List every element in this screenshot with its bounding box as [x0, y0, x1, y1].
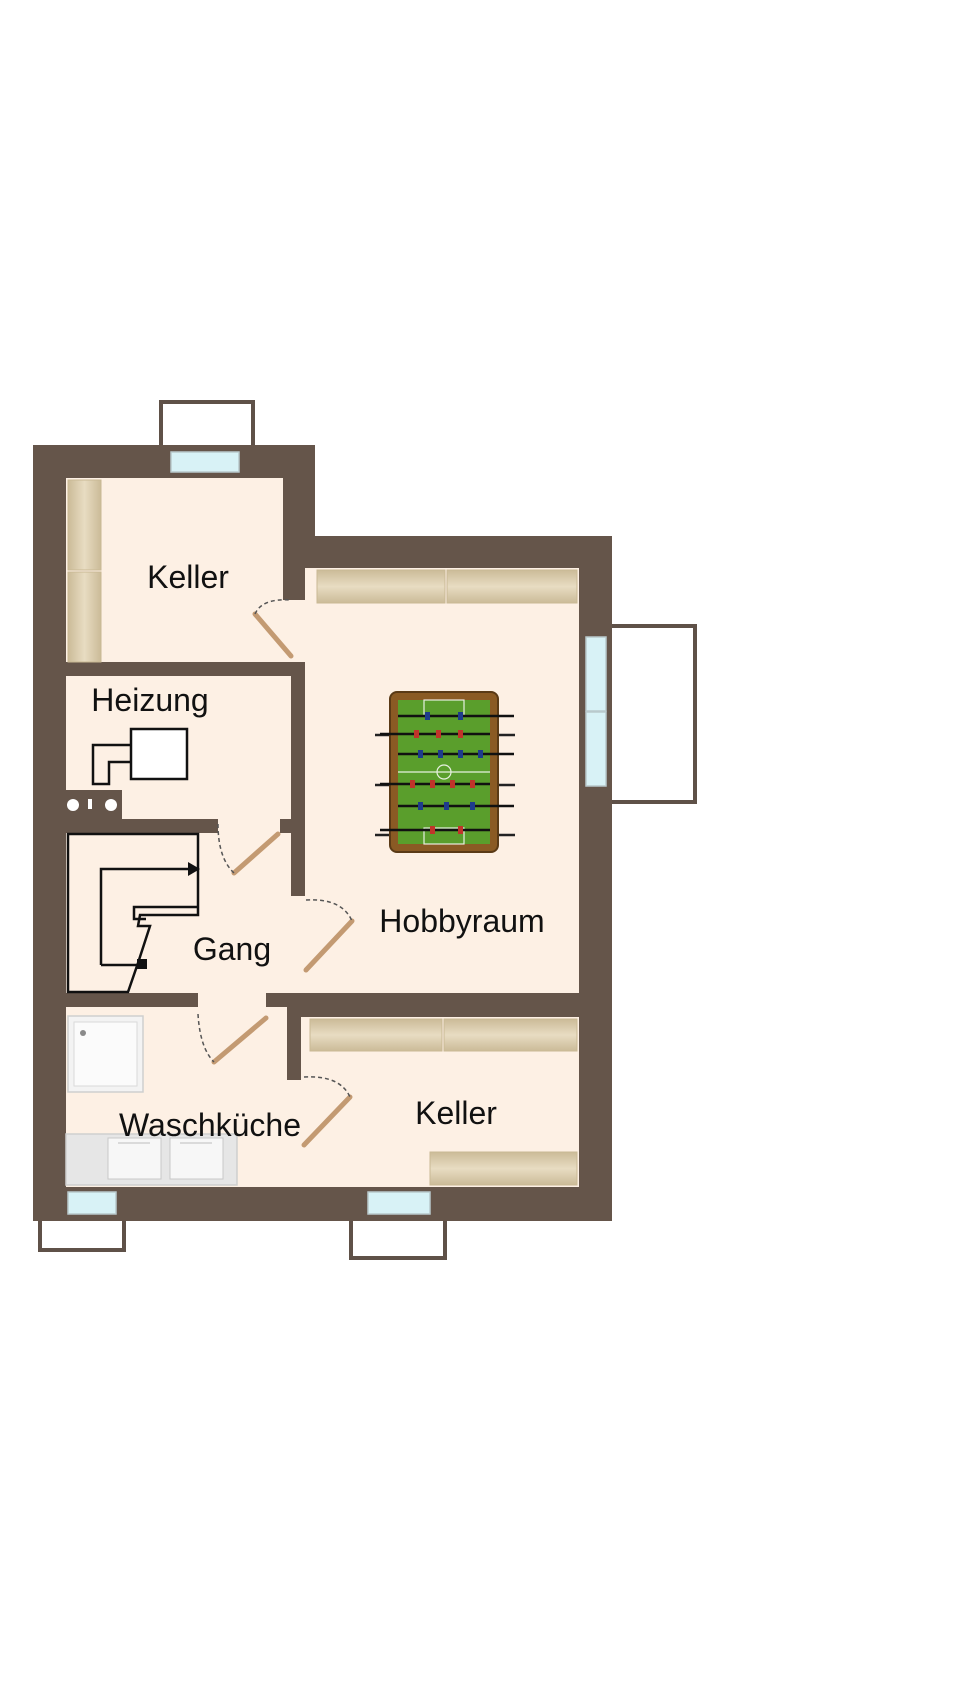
light-well-icon — [608, 624, 697, 804]
shelf-icon — [309, 1018, 443, 1052]
door-icon — [303, 899, 355, 973]
window-icon — [67, 1191, 117, 1215]
door-icon — [197, 1013, 269, 1065]
room-label-waschkueche: Waschküche — [119, 1107, 301, 1143]
room-label-gang: Gang — [193, 931, 271, 967]
boiler-icon — [67, 727, 189, 811]
room-label-keller-bottom: Keller — [415, 1095, 497, 1131]
room-label-keller-top: Keller — [147, 559, 229, 595]
shelf-icon — [446, 569, 578, 604]
foosball-table-icon — [375, 691, 515, 853]
staircase-icon — [66, 832, 200, 994]
door-icon — [301, 1076, 353, 1148]
door-icon — [217, 823, 281, 876]
window-icon — [170, 451, 240, 473]
shelf-icon — [67, 479, 102, 571]
washing-machine-icon — [65, 1133, 238, 1186]
shelf-icon — [67, 571, 102, 663]
room-label-hobbyraum: Hobbyraum — [379, 903, 544, 939]
room-floors — [66, 478, 579, 1187]
shelf-icon — [316, 569, 446, 604]
shelf-icon — [443, 1018, 578, 1052]
floor-gang — [66, 833, 291, 993]
light-well-icon — [349, 1216, 447, 1260]
doors — [197, 599, 355, 1148]
window-icon — [585, 636, 607, 712]
light-well-icon — [159, 400, 255, 452]
floor-keller-top — [66, 478, 283, 662]
door-icon — [252, 599, 294, 659]
shelves — [67, 479, 578, 1186]
window-icon — [367, 1191, 431, 1215]
room-label-heizung: Heizung — [91, 682, 208, 718]
shelf-icon — [429, 1151, 578, 1186]
light-well-icon — [38, 1216, 126, 1252]
window-icon — [585, 711, 607, 787]
windows — [67, 451, 607, 1215]
shower-tray-icon — [67, 1015, 144, 1093]
